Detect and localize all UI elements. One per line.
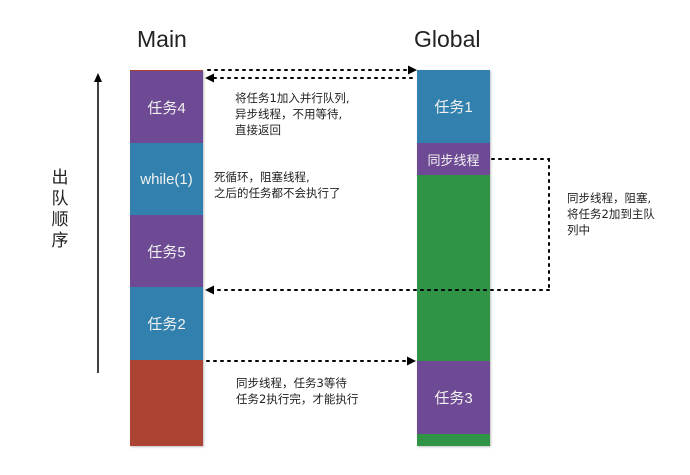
sync-enqueue-task2-arrow-icon — [205, 158, 550, 295]
global-segment-sync-thread: 同步线程 — [417, 143, 490, 175]
note-async-dispatch: 将任务1加入并行队列, 异步线程，不用等待, 直接返回 — [235, 91, 350, 137]
main-queue-title: Main — [137, 26, 187, 52]
sync-task3-arrow-icon — [206, 356, 416, 366]
main-segment-task2: 任务2 — [130, 287, 203, 360]
note-while-loop: 死循环，阻塞线程, 之后的任务都不会执行了 — [214, 170, 341, 200]
note-sync-wait: 同步线程，任务3等待 任务2执行完，才能执行 — [236, 376, 359, 406]
axis-label-char: 出 — [51, 168, 69, 188]
global-segment-task1: 任务1 — [417, 70, 490, 143]
axis-label-char: 顺 — [51, 210, 69, 230]
main-segment-while-loop: while(1) — [130, 143, 203, 215]
global-segment-task3: 任务3 — [417, 361, 490, 434]
main-segment-task4: 任务4 — [130, 71, 203, 143]
note-sync-block: 同步线程，阻塞, 将任务2加到主队 列中 — [567, 191, 655, 237]
async-return-arrow-icon — [205, 73, 415, 83]
global-queue-title: Global — [414, 26, 481, 52]
main-segment-blocked — [130, 360, 203, 446]
main-queue-column: 任务4 while(1) 任务5 任务2 — [130, 70, 203, 446]
dequeue-order-label: 出 队 顺 序 — [50, 168, 70, 252]
axis-label-char: 队 — [51, 189, 69, 209]
global-segment-green-2 — [417, 434, 490, 446]
async-dispatch-arrow-icon — [207, 65, 417, 75]
dequeue-order-arrow-icon — [94, 73, 102, 373]
global-segment-green-1 — [417, 175, 490, 361]
axis-label-char: 序 — [51, 231, 69, 251]
global-queue-column: 任务1 同步线程 任务3 — [417, 70, 490, 446]
main-segment-task5: 任务5 — [130, 215, 203, 287]
